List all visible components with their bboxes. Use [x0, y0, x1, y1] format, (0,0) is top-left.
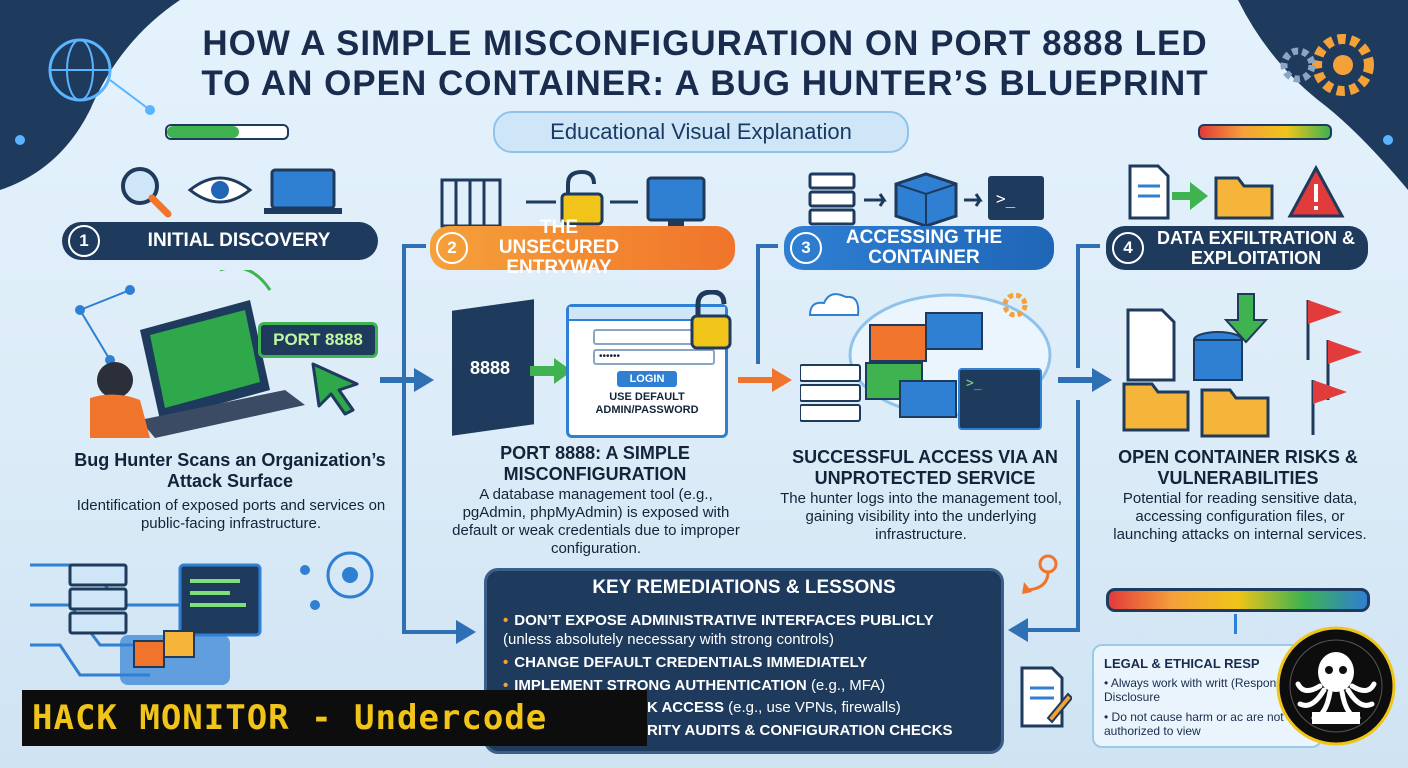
- step1-label: INITIAL DISCOVERY: [147, 230, 331, 251]
- document-pen-icon: [1020, 666, 1072, 728]
- progress-decoration-right: [1198, 124, 1332, 140]
- server-icon: [808, 172, 856, 226]
- remediation-item-4-detail: (e.g., use VPNs, firewalls): [728, 699, 901, 716]
- step4-icons: [1128, 164, 1345, 220]
- step2-description: A database management tool (e.g., pgAdmi…: [452, 486, 740, 557]
- step2-badge: 2 THE UNSECURED ENTRYWAY: [430, 218, 735, 278]
- octopus-logo: [1276, 626, 1396, 746]
- remediation-item-2-bold: CHANGE DEFAULT CREDENTIALS IMMEDIATELY: [514, 654, 868, 671]
- step1-number: 1: [68, 225, 100, 257]
- title-line-2: TO AN OPEN CONTAINER: A BUG HUNTER’S BLU…: [201, 64, 1209, 103]
- flow-line-left-top: [402, 244, 426, 248]
- flow-line-right-bottom: [1024, 628, 1080, 632]
- remediation-item: K ACCESS (e.g., use VPNs, firewalls): [647, 698, 977, 717]
- step3-number: 3: [790, 232, 822, 264]
- watermark-banner: HACK MONITOR - Undercode: [22, 690, 647, 746]
- monitor-icon: [646, 176, 706, 230]
- remediations-title: KEY REMEDIATIONS & LESSONS: [592, 577, 896, 598]
- green-arrow-icon: [530, 358, 572, 384]
- connector-line: [1234, 614, 1237, 634]
- legal-title: LEGAL & ETHICAL RESP: [1104, 656, 1260, 671]
- remediation-item-1-bold: DON’T EXPOSE ADMINISTRATIVE INTERFACES P…: [514, 612, 934, 629]
- page-title: HOW A SIMPLE MISCONFIGURATION ON PORT 88…: [150, 24, 1260, 104]
- step4-description: Potential for reading sensitive data, ac…: [1113, 490, 1367, 543]
- arrow-step1-to-2-icon: [380, 368, 434, 392]
- flow-line-right-top: [1076, 244, 1100, 248]
- cursor-arrow-icon: [311, 362, 359, 416]
- gear-decoration: [1238, 0, 1408, 190]
- terminal-window: >_: [958, 368, 1042, 430]
- step4-badge: 4 DATA EXFILTRATION & EXPLOITATION: [1106, 226, 1368, 270]
- arrow-step2-to-3-icon: [738, 368, 792, 392]
- step3-description: The hunter logs into the management tool…: [780, 490, 1062, 543]
- remediation-item: RITY AUDITS & CONFIGURATION CHECKS: [647, 721, 987, 740]
- step3-badge: 3 ACCESSING THE CONTAINER: [784, 226, 1054, 270]
- remediation-item: •CHANGE DEFAULT CREDENTIALS IMMEDIATELY: [503, 654, 868, 671]
- folder-icon: [1214, 176, 1274, 220]
- terminal-icon: >_: [988, 176, 1044, 220]
- data-exfiltration-illustration: [1122, 293, 1362, 438]
- legal-item-2: • Do not cause harm or ac are not author…: [1104, 710, 1284, 738]
- step3-label: ACCESSING THE CONTAINER: [845, 227, 1003, 268]
- remediation-item: •DON’T EXPOSE ADMINISTRATIVE INTERFACES …: [503, 612, 934, 648]
- progress-decoration-left: [165, 124, 289, 140]
- flow-line-right: [1076, 244, 1080, 368]
- step2-label: THE UNSECURED ENTRYWAY: [498, 217, 620, 278]
- login-button[interactable]: LOGIN: [617, 371, 677, 387]
- door-port-label: 8888: [470, 358, 511, 378]
- title-line-1: HOW A SIMPLE MISCONFIGURATION ON PORT 88…: [202, 24, 1208, 63]
- arrow-step3-to-4-icon: [1058, 368, 1112, 392]
- step3-icons: >_: [808, 172, 1044, 228]
- terminal-prompt: >_: [966, 376, 982, 391]
- risk-meter-bar: [1106, 588, 1370, 612]
- path-node-icon: [1022, 554, 1058, 594]
- flow-line-mid: [756, 244, 760, 364]
- step4-heading: OPEN CONTAINER RISKS & VULNERABILITIES: [1118, 447, 1358, 488]
- svg-text:>_: >_: [996, 189, 1016, 208]
- open-padlock-icon: [560, 170, 604, 226]
- laptop-icon: [264, 168, 342, 214]
- step1-badge: 1 INITIAL DISCOVERY: [62, 222, 378, 260]
- remediation-item-3-bold: IMPLEMENT STRONG AUTHENTICATION: [514, 677, 807, 694]
- flow-line-left-bottom: [402, 630, 462, 634]
- login-caption: USE DEFAULT ADMIN/PASSWORD: [595, 391, 699, 416]
- arrow-back-to-remediations-icon: [1008, 618, 1028, 642]
- step4-label: DATA EXFILTRATION & EXPLOITATION: [1157, 228, 1355, 268]
- warning-icon: [1287, 164, 1345, 218]
- subtitle-pill: Educational Visual Explanation: [493, 111, 909, 153]
- step4-number: 4: [1112, 232, 1144, 264]
- remediation-item-5-bold: RITY AUDITS & CONFIGURATION CHECKS: [647, 722, 953, 739]
- watermark-text: HACK MONITOR - Undercode: [32, 698, 548, 738]
- bug-hunter-illustration: [75, 270, 305, 438]
- step2-heading: PORT 8888: A SIMPLE MISCONFIGURATION: [500, 443, 690, 484]
- step1-icons: [121, 167, 342, 218]
- flow-line-left: [402, 248, 406, 634]
- remediation-item-4-bold: K ACCESS: [647, 699, 724, 716]
- flow-line-right-lower: [1076, 400, 1080, 630]
- remediation-item-3-detail: (e.g., MFA): [810, 677, 886, 694]
- step1-description: Identification of exposed ports and serv…: [76, 497, 386, 532]
- flow-line-mid-top: [756, 244, 778, 248]
- network-globe-decoration: [0, 0, 180, 190]
- step1-heading: Bug Hunter Scans an Organization’s Attac…: [74, 450, 386, 491]
- arrow-into-remediations-icon: [456, 620, 476, 644]
- unlocked-padlock-icon: [690, 290, 732, 350]
- remediation-item: •IMPLEMENT STRONG AUTHENTICATION (e.g., …: [503, 677, 886, 694]
- eye-icon: [187, 176, 253, 204]
- step3-heading: SUCCESSFUL ACCESS VIA AN UNPROTECTED SER…: [792, 447, 1058, 488]
- magnifier-icon: [121, 167, 172, 218]
- remediation-item-1-detail: (unless absolutely necessary with strong…: [503, 631, 834, 648]
- step2-number: 2: [436, 232, 468, 264]
- step2-icons: [440, 170, 706, 230]
- server-stack-illustration: [30, 551, 374, 685]
- port-8888-tag: PORT 8888: [258, 322, 378, 358]
- password-field[interactable]: ••••••: [593, 349, 715, 365]
- legal-item-1: • Always work with writt (Responsible Di…: [1104, 676, 1301, 704]
- container-cube-icon: [894, 172, 958, 228]
- document-icon: [1128, 164, 1170, 220]
- remediations-panel: KEY REMEDIATIONS & LESSONS •DON’T EXPOSE…: [484, 568, 1004, 754]
